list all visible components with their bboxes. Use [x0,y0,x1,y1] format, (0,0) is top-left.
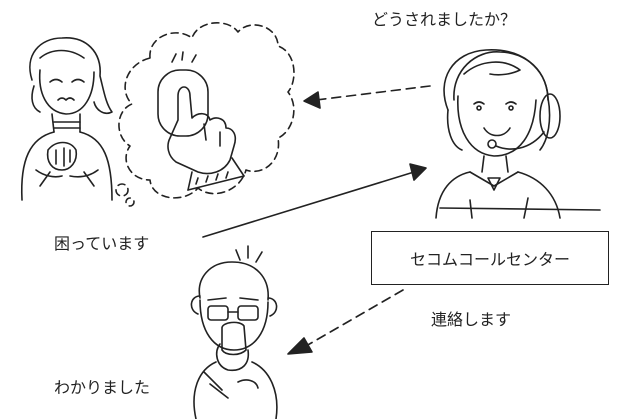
contact-label: 連絡します [431,310,512,329]
elderly-man-illustration [190,245,278,419]
arrow-resident-to-center [202,163,427,238]
operator-illustration [435,49,601,219]
call-center-box: セコムコールセンター [371,231,609,285]
family-label: わかりました [54,378,151,397]
arrow-operator-to-resident [303,85,431,109]
operator-speech-text: どうされましたか？ [372,10,517,29]
elderly-woman-illustration [20,37,113,201]
call-center-label: セコムコールセンター [409,250,570,269]
thought-bubble [115,22,295,207]
arrow-center-to-family [287,289,404,355]
finger-pressing-button-icon [157,51,245,191]
resident-label: 困っています [54,234,150,253]
